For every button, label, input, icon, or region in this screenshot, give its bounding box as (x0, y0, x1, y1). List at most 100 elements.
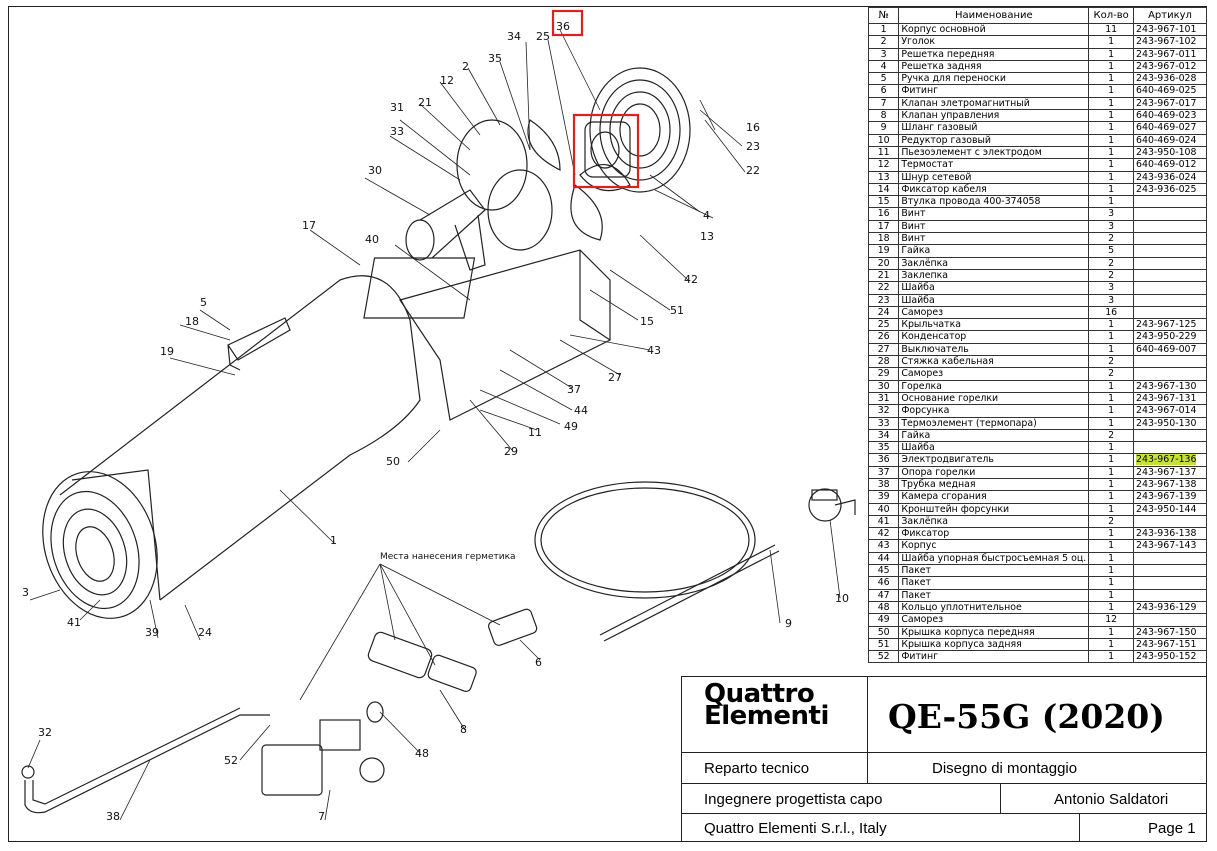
callout-31: 31 (390, 101, 404, 114)
callout-15: 15 (640, 315, 654, 328)
callout-19: 19 (160, 345, 174, 358)
sealant-note: Места нанесения герметика (380, 552, 516, 562)
callout-24: 24 (198, 626, 212, 639)
callout-6: 6 (535, 656, 542, 669)
callout-10: 10 (835, 592, 849, 605)
callout-labels: 36 34 25 35 2 12 21 31 33 30 40 17 5 18 … (22, 20, 849, 823)
role-label: Ingegnere progettista capo (704, 790, 883, 808)
callout-41: 41 (67, 616, 81, 629)
page-number: Page 1 (1148, 819, 1196, 837)
callout-16: 16 (746, 121, 760, 134)
callout-50: 50 (386, 455, 400, 468)
highlight-callout-36 (551, 9, 584, 37)
callout-17: 17 (302, 219, 316, 232)
title-block: Quattro Elementi QE-55G (2020) Reparto t… (681, 676, 1207, 842)
control-housing (399, 249, 611, 421)
callout-48: 48 (415, 747, 429, 760)
callout-23: 23 (746, 140, 760, 153)
copper-tube (21, 707, 270, 814)
burner-assembly (363, 189, 486, 319)
burner-base-plate (456, 119, 553, 251)
model-name: QE-55G (2020) (888, 697, 1165, 736)
dept-label: Reparto tecnico (704, 760, 810, 777)
callout-38: 38 (106, 810, 120, 823)
callout-25: 25 (536, 30, 550, 43)
drawing-frame (8, 6, 1207, 842)
callout-3: 3 (22, 586, 29, 599)
callout-37: 37 (567, 383, 581, 396)
callout-7: 7 (318, 810, 325, 823)
parts-table-header: № Наименование Кол-во Артикул (867, 7, 1207, 24)
callout-21: 21 (418, 96, 432, 109)
callout-13: 13 (700, 230, 714, 243)
callout-8: 8 (460, 723, 467, 736)
company-name: Quattro Elementi S.r.l., Italy (704, 819, 887, 837)
callout-4: 4 (703, 209, 710, 222)
solenoid-valve (261, 719, 385, 796)
doc-type: Disegno di montaggio (932, 760, 1078, 777)
callout-36: 36 (556, 20, 570, 33)
callout-11: 11 (528, 426, 542, 439)
company-logo: Quattro Elementi (704, 679, 829, 731)
callout-42: 42 (684, 273, 698, 286)
callout-52: 52 (224, 754, 238, 767)
callout-43: 43 (647, 344, 661, 357)
rear-grille (589, 67, 691, 193)
assembly-drawing: 36 34 25 35 2 12 21 31 33 30 40 17 5 18 … (21, 9, 856, 823)
callout-29: 29 (504, 445, 518, 458)
electric-motor (584, 121, 631, 178)
callout-22: 22 (746, 164, 760, 177)
engineer-name: Antonio Saldatori (1054, 790, 1169, 808)
callout-18: 18 (185, 315, 199, 328)
callout-51: 51 (670, 304, 684, 317)
callout-2: 2 (462, 60, 469, 73)
callout-9: 9 (785, 617, 792, 630)
callout-5: 5 (200, 296, 207, 309)
callout-27: 27 (608, 371, 622, 384)
